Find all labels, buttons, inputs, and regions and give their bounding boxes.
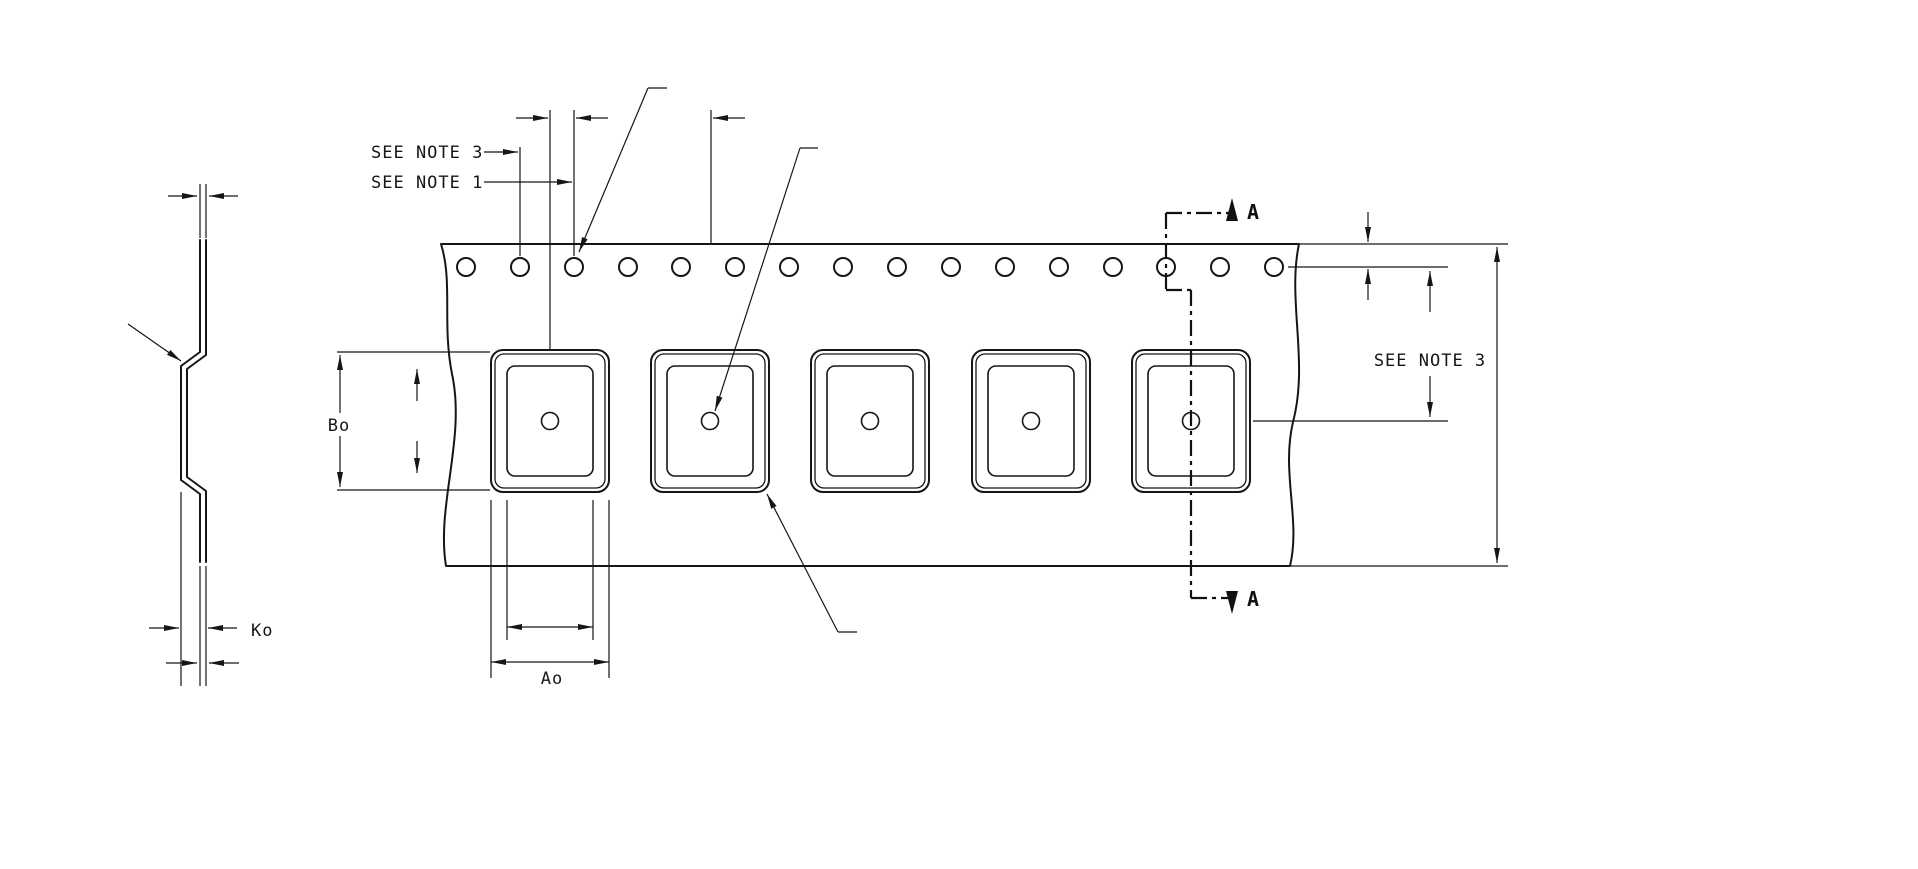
- bo-dimension: Bo: [328, 351, 490, 491]
- pocket: [971, 349, 1091, 493]
- section-arrow-bottom: [1226, 591, 1238, 614]
- right-dimensions: SEE NOTE 3: [1253, 212, 1508, 567]
- tape-outline: [440, 243, 1301, 567]
- leader-pocket-center-hole: [714, 147, 801, 412]
- tape-profile-inner-line: [186, 239, 207, 563]
- see-note-1-label: SEE NOTE 1: [371, 173, 483, 193]
- section-arrow-top: [1226, 198, 1238, 221]
- sprocket-hole: [833, 257, 853, 277]
- centerline-extensions: [519, 110, 712, 350]
- right-extension-lines: [1253, 243, 1508, 567]
- sprocket-hole: [887, 257, 907, 277]
- pocket: [810, 349, 930, 493]
- leader-pocket-bump: [127, 323, 182, 362]
- component-pockets: [490, 349, 1251, 493]
- sprocket-hole: [1210, 257, 1230, 277]
- ao-extension-lines: [490, 500, 610, 678]
- leader-pocket-corner: [766, 493, 839, 633]
- sprocket-hole: [725, 257, 745, 277]
- sprocket-hole: [564, 257, 584, 277]
- sprocket-hole: [995, 257, 1015, 277]
- pocket: [650, 349, 770, 493]
- sprocket-hole: [1103, 257, 1123, 277]
- side-view: Ko: [127, 184, 273, 686]
- bo-label: Bo: [328, 416, 350, 436]
- tape-top-view: [440, 243, 1301, 567]
- sprocket-hole: [941, 257, 961, 277]
- cutting-plane-line: [1164, 211, 1232, 600]
- sprocket-hole: [510, 257, 530, 277]
- leader-lines: [578, 87, 857, 633]
- ko-label: Ko: [251, 621, 273, 641]
- section-line-a: A A: [1164, 198, 1259, 614]
- see-note-3-right-label: SEE NOTE 3: [1374, 351, 1486, 371]
- bo-extension-lines: [337, 351, 490, 491]
- sprocket-hole: [1264, 257, 1284, 277]
- ao-dimension: Ao: [490, 500, 610, 689]
- ko-extension-lines: [180, 492, 207, 686]
- section-label-top: A: [1247, 200, 1259, 224]
- section-label-bottom: A: [1247, 587, 1259, 611]
- thickness-extension-lines: [199, 184, 207, 238]
- sprocket-holes: [456, 257, 1284, 277]
- leader-sprocket-hole: [578, 87, 649, 253]
- tape-profile-outer-line: [180, 239, 201, 563]
- sprocket-hole: [1049, 257, 1069, 277]
- pocket: [490, 349, 610, 493]
- top-dimensions: SEE NOTE 3 SEE NOTE 1: [371, 110, 745, 350]
- sprocket-hole: [456, 257, 476, 277]
- sprocket-hole: [779, 257, 799, 277]
- ao-label: Ao: [541, 669, 563, 689]
- see-note-3-top-label: SEE NOTE 3: [371, 143, 483, 163]
- sprocket-hole: [671, 257, 691, 277]
- sprocket-hole: [618, 257, 638, 277]
